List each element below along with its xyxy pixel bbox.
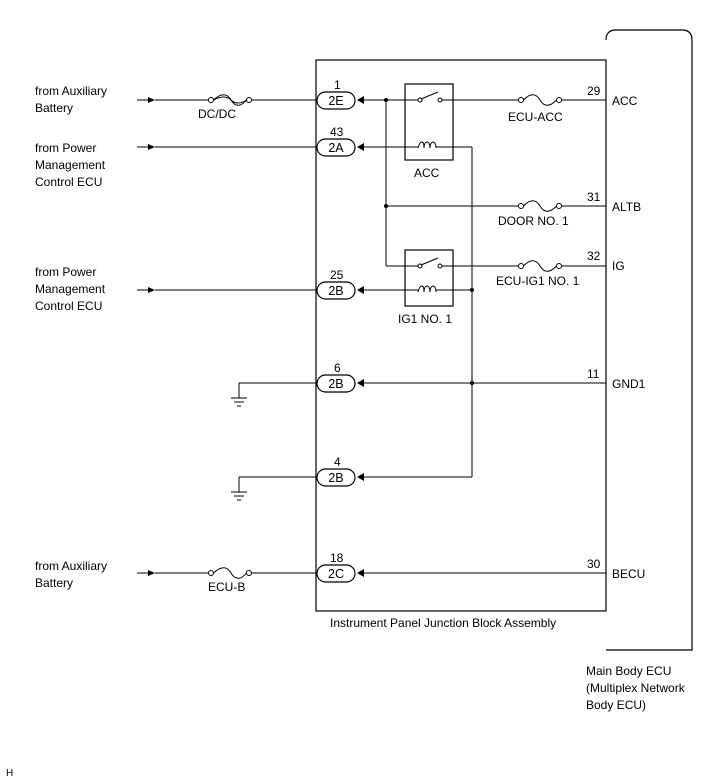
from-pm-ecu-2-line2: Management bbox=[35, 282, 106, 296]
ecu-pin-30: 30 bbox=[587, 557, 601, 571]
junction-dot-4 bbox=[470, 381, 474, 385]
input-arrow-2 bbox=[137, 144, 155, 150]
ecu-terminal-acc: ACC bbox=[612, 94, 638, 108]
ecu-pin-11: 11 bbox=[587, 367, 600, 381]
junction-block-label: Instrument Panel Junction Block Assembly bbox=[330, 616, 556, 630]
fuse-ecu-acc bbox=[518, 94, 562, 106]
ecu-pin-31: 31 bbox=[587, 190, 601, 204]
connector-2b-6-pin: 6 bbox=[334, 361, 341, 375]
relay-acc-label: ACC bbox=[414, 166, 440, 180]
connector-2c: 2C bbox=[316, 564, 364, 583]
from-pm-ecu-2-line1: from Power bbox=[35, 265, 96, 279]
main-ecu-label-line2: (Multiplex Network bbox=[586, 681, 686, 695]
main-ecu-label-line1: Main Body ECU bbox=[586, 664, 671, 678]
fuse-ecu-acc-label: ECU-ACC bbox=[508, 110, 563, 124]
fuse-ecu-ig1-no1-label: ECU-IG1 NO. 1 bbox=[496, 274, 580, 288]
relay-acc-coil bbox=[417, 141, 437, 149]
fuse-door-no1-label: DOOR NO. 1 bbox=[498, 214, 569, 228]
svg-text:2E: 2E bbox=[328, 94, 343, 108]
ecu-terminal-gnd1: GND1 bbox=[612, 377, 646, 391]
relay-acc-switch bbox=[417, 91, 443, 103]
ground-symbol-2 bbox=[231, 476, 317, 501]
connector-2b-25: 2B bbox=[316, 281, 364, 300]
connector-2a: 2A bbox=[316, 138, 364, 157]
connector-2c-pin: 18 bbox=[330, 551, 344, 565]
svg-text:2B: 2B bbox=[328, 284, 343, 298]
input-arrow-3 bbox=[137, 287, 155, 293]
relay-ig1-coil bbox=[417, 285, 437, 293]
fuse-dcdc-label: DC/DC bbox=[198, 107, 236, 121]
from-pm-ecu-1-line1: from Power bbox=[35, 141, 96, 155]
connector-2b-4-pin: 4 bbox=[334, 455, 341, 469]
relay-ig1-switch bbox=[417, 257, 443, 269]
junction-dot-3 bbox=[470, 288, 474, 292]
from-pm-ecu-2-line3: Control ECU bbox=[35, 299, 102, 313]
from-pm-ecu-1-line3: Control ECU bbox=[35, 175, 102, 189]
from-pm-ecu-1-line2: Management bbox=[35, 158, 106, 172]
ground-symbol-1 bbox=[231, 382, 317, 407]
from-aux-battery-2-line2: Battery bbox=[35, 576, 73, 590]
connector-2e-pin: 1 bbox=[334, 78, 341, 92]
main-ecu-label-line3: Body ECU) bbox=[586, 698, 646, 712]
fuse-door-no1 bbox=[518, 200, 562, 212]
connector-2e: 2E bbox=[316, 91, 364, 110]
fuse-ecu-ig1-no1 bbox=[518, 260, 562, 272]
relay-ig1-label: IG1 NO. 1 bbox=[398, 312, 452, 326]
connector-2a-pin: 43 bbox=[330, 125, 344, 139]
relay-ig1-box bbox=[404, 249, 454, 307]
connector-2b-25-pin: 25 bbox=[330, 268, 344, 282]
ecu-pin-29: 29 bbox=[587, 84, 601, 98]
ecu-pin-32: 32 bbox=[587, 249, 601, 263]
fuse-dcdc bbox=[208, 94, 252, 106]
relay-acc-box bbox=[404, 83, 454, 161]
ecu-terminal-becu: BECU bbox=[612, 567, 645, 581]
ecu-terminal-ig: IG bbox=[612, 259, 625, 273]
fuse-ecu-b bbox=[208, 567, 252, 579]
from-aux-battery-1-line2: Battery bbox=[35, 101, 73, 115]
svg-text:2C: 2C bbox=[328, 567, 344, 581]
main-body-ecu-outline bbox=[605, 29, 693, 651]
connector-2b-6: 2B bbox=[316, 374, 364, 393]
svg-text:2B: 2B bbox=[328, 471, 343, 485]
corner-mark: H bbox=[6, 768, 13, 779]
input-arrow-1 bbox=[137, 97, 155, 103]
junction-block-box bbox=[315, 59, 607, 612]
from-aux-battery-2-line1: from Auxiliary bbox=[35, 559, 107, 573]
connector-2b-4: 2B bbox=[316, 468, 364, 487]
from-aux-battery-1-line1: from Auxiliary bbox=[35, 84, 107, 98]
ecu-terminal-altb: ALTB bbox=[612, 200, 641, 214]
svg-text:2A: 2A bbox=[328, 141, 344, 155]
input-arrow-4 bbox=[137, 570, 155, 576]
svg-text:2B: 2B bbox=[328, 377, 343, 391]
fuse-ecu-b-label: ECU-B bbox=[208, 580, 245, 594]
